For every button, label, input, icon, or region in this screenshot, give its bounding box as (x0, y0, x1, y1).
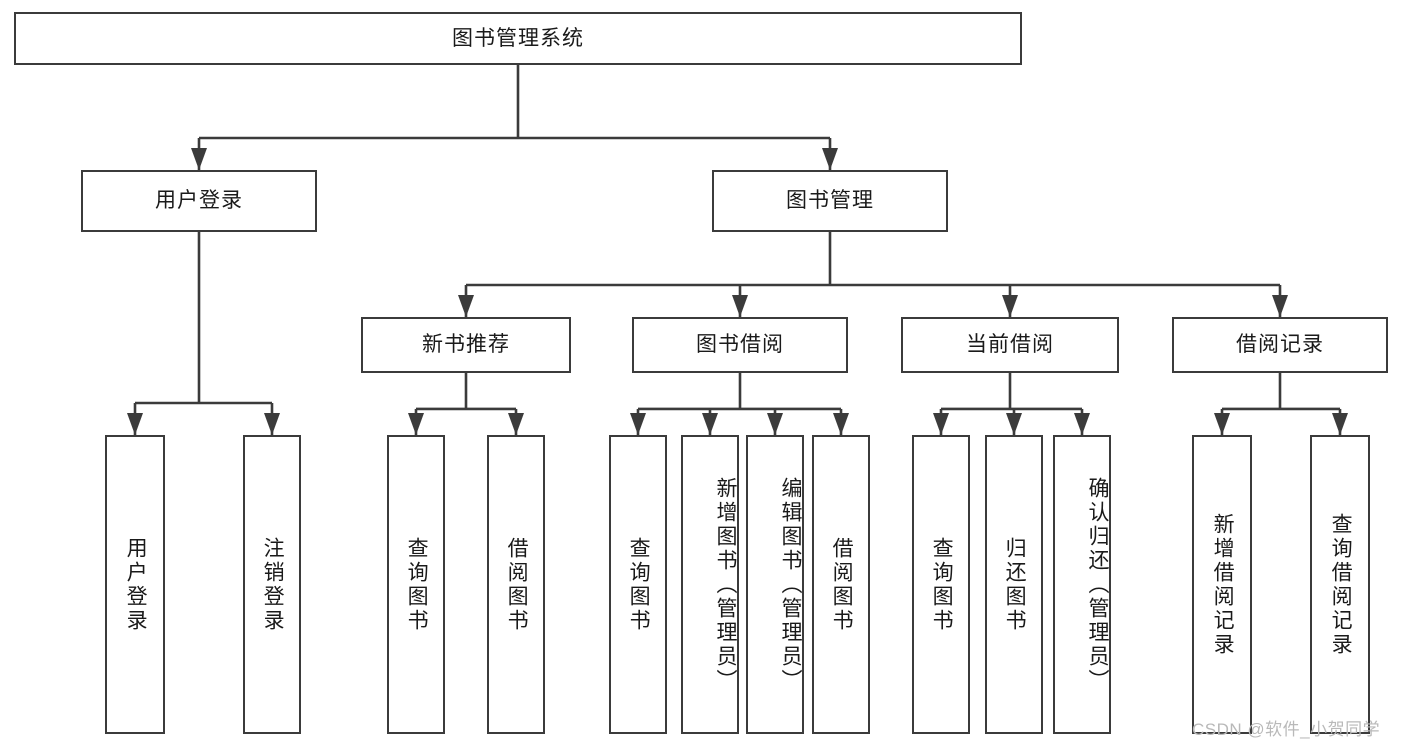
diagram-node-b2: 新增图书（管理员） (681, 435, 739, 734)
diagram-node-newbook: 新书推荐 (361, 317, 571, 373)
diagram-node-b1: 查询图书 (609, 435, 667, 734)
diagram-node-records: 借阅记录 (1172, 317, 1388, 373)
diagram-node-bookmgmt: 图书管理 (712, 170, 948, 232)
diagram-node-l1: 用户登录 (105, 435, 165, 734)
diagram-node-l2: 注销登录 (243, 435, 301, 734)
diagram-node-r2: 查询借阅记录 (1310, 435, 1370, 734)
diagram-node-current: 当前借阅 (901, 317, 1119, 373)
diagram-node-n1: 查询图书 (387, 435, 445, 734)
diagram-node-b4: 借阅图书 (812, 435, 870, 734)
diagram-node-login: 用户登录 (81, 170, 317, 232)
diagram-node-b3: 编辑图书（管理员） (746, 435, 804, 734)
diagram-node-c2: 归还图书 (985, 435, 1043, 734)
diagram-node-n2: 借阅图书 (487, 435, 545, 734)
diagram-node-borrow: 图书借阅 (632, 317, 848, 373)
diagram-node-c1: 查询图书 (912, 435, 970, 734)
diagram-node-root: 图书管理系统 (14, 12, 1022, 65)
diagram-node-c3: 确认归还（管理员） (1053, 435, 1111, 734)
watermark-text: CSDN @软件_小贺同学 (1192, 720, 1381, 739)
diagram-node-r1: 新增借阅记录 (1192, 435, 1252, 734)
